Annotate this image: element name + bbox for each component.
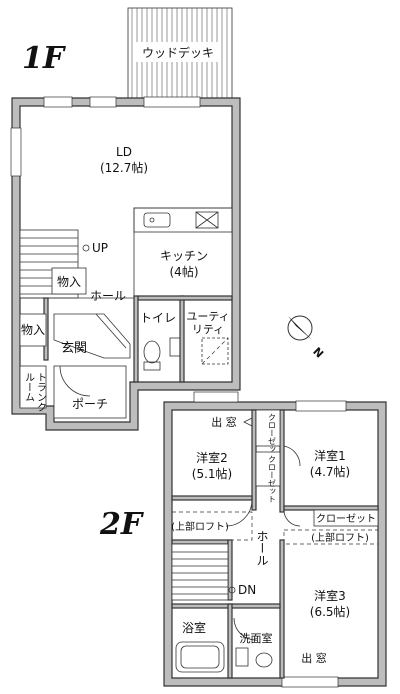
hall-2f-label: ホール bbox=[255, 530, 269, 566]
door-swings-2f bbox=[225, 445, 301, 641]
compass-north-label: N bbox=[310, 345, 326, 361]
western2-size: (5.1帖) bbox=[192, 466, 232, 481]
wood-deck-label: ウッドデッキ bbox=[142, 45, 214, 60]
western1-name: 洋室1 bbox=[314, 448, 346, 463]
closet-a: クローゼット bbox=[255, 409, 281, 461]
western3-name: 洋室3 bbox=[314, 588, 346, 603]
closet-c: クローゼット bbox=[313, 509, 379, 527]
wood-deck: ウッドデッキ bbox=[127, 7, 233, 99]
porch: ポーチ bbox=[53, 365, 127, 419]
north-compass: N bbox=[287, 315, 326, 361]
utility-line1: ユーティ bbox=[186, 310, 229, 323]
toilet: トイレ bbox=[140, 311, 176, 371]
floor-label-1f: 1F bbox=[22, 41, 67, 76]
floor-label-2f: 2F bbox=[99, 507, 145, 542]
storage-b: 物入 bbox=[19, 313, 47, 347]
western3-size: (6.5帖) bbox=[310, 604, 350, 619]
closet-b-label: クローゼット bbox=[268, 455, 277, 503]
entrance: 玄関 bbox=[53, 313, 131, 359]
bathroom: 浴室 bbox=[175, 620, 225, 673]
ld-size: (12.7帖) bbox=[100, 160, 148, 175]
toilet-label: トイレ bbox=[140, 311, 176, 325]
kitchen-name: キッチン bbox=[160, 249, 208, 263]
loft-left-label: (上部ロフト) bbox=[171, 520, 229, 533]
first-floor-outline bbox=[10, 96, 241, 431]
bath-label: 浴室 bbox=[182, 620, 206, 635]
staircase-2f: DN bbox=[171, 543, 256, 601]
storage-a: 物入 bbox=[51, 267, 87, 295]
western2-name: 洋室2 bbox=[196, 450, 228, 465]
loft-right-label: (上部ロフト) bbox=[311, 531, 369, 544]
dn-label: DN bbox=[238, 583, 256, 597]
up-label: UP bbox=[92, 241, 108, 255]
window-bottom-label: 出 窓 bbox=[301, 651, 327, 665]
window-top-label: 出 窓 bbox=[211, 415, 237, 429]
loft-left: (上部ロフト) bbox=[171, 511, 253, 541]
trunk-room: トランク ルーム bbox=[19, 365, 47, 412]
washroom: 洗面室 bbox=[235, 631, 273, 668]
utility: ユーティ リティ bbox=[169, 310, 230, 365]
kitchen-size: (4帖) bbox=[170, 264, 199, 279]
loft-right: (上部ロフト) bbox=[283, 529, 379, 545]
entrance-label: 玄関 bbox=[61, 341, 87, 356]
trunk-col1: トランク bbox=[35, 372, 46, 412]
storage-b-label: 物入 bbox=[21, 323, 45, 337]
closet-b: クローゼット bbox=[255, 451, 281, 503]
hall-1f-label: ホール bbox=[90, 289, 126, 303]
utility-line2: リティ bbox=[192, 323, 224, 336]
ld-name: LD bbox=[116, 145, 132, 159]
washroom-label: 洗面室 bbox=[240, 631, 273, 645]
closet-c-label: クローゼット bbox=[316, 513, 376, 525]
kitchen: キッチン (4帖) bbox=[133, 207, 233, 299]
western1-size: (4.7帖) bbox=[310, 464, 350, 479]
trunk-col2: ルーム bbox=[23, 372, 35, 402]
storage-a-label: 物入 bbox=[57, 275, 81, 289]
porch-label: ポーチ bbox=[72, 397, 108, 411]
closet-a-label: クローゼット bbox=[268, 413, 277, 461]
